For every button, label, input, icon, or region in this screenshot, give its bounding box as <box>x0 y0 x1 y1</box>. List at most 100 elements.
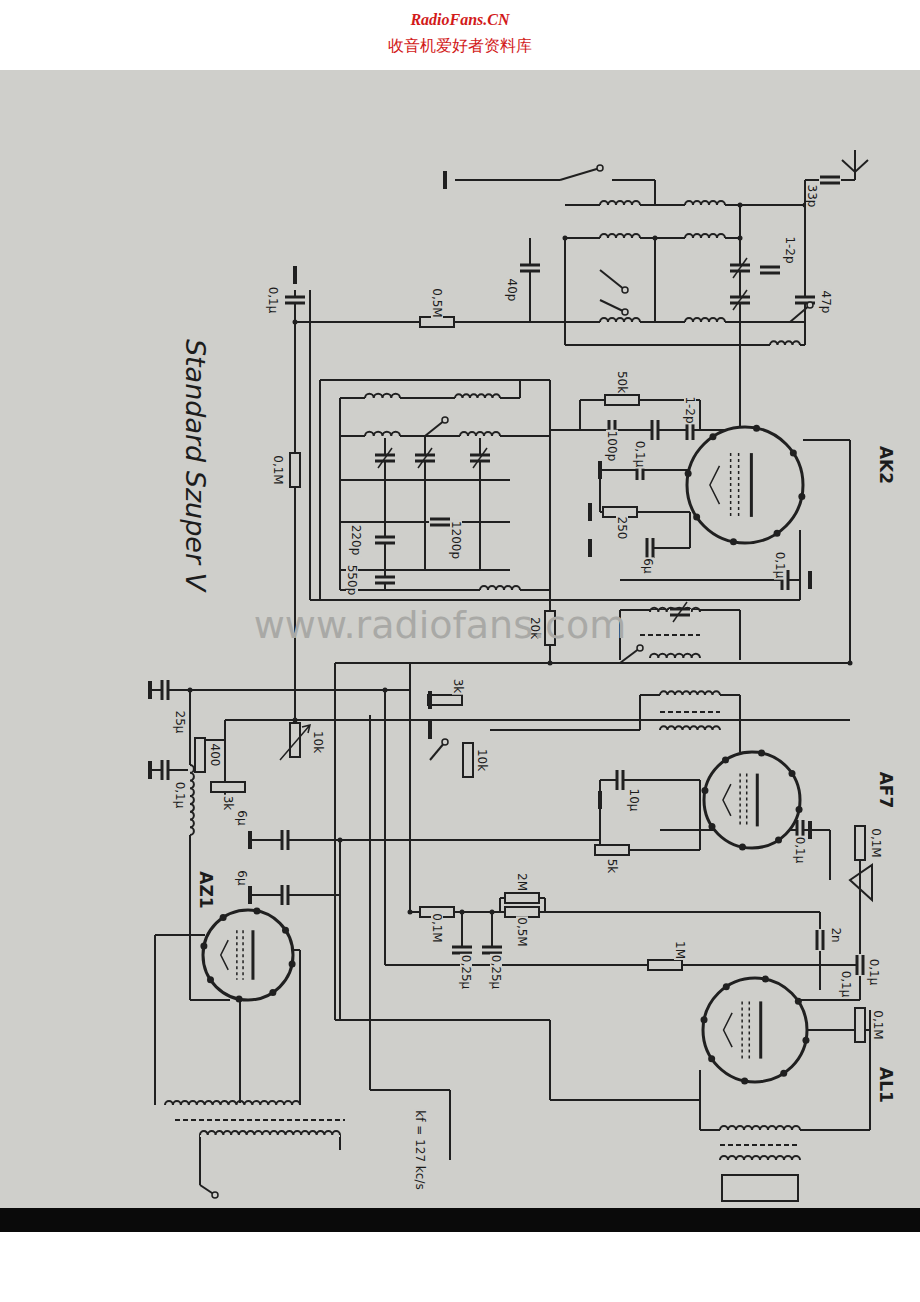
wire <box>340 589 550 591</box>
wire <box>319 380 321 600</box>
component-value: 33p <box>806 184 818 209</box>
wire <box>650 547 690 549</box>
junction-dot <box>738 203 743 208</box>
wire <box>190 689 410 691</box>
switch-contact <box>597 165 603 171</box>
wire <box>294 290 296 322</box>
junction-dot <box>338 838 343 843</box>
capacitor-plate <box>730 264 750 267</box>
tube-pin <box>701 787 708 794</box>
tube-pin <box>282 927 289 934</box>
coil-gap <box>685 203 725 207</box>
component-value: 50k <box>616 370 628 394</box>
coil-symbol <box>650 654 700 658</box>
capacitor-plate <box>820 176 840 179</box>
wire <box>689 512 691 548</box>
resistor-symbol <box>855 826 865 860</box>
switch-contact <box>807 302 813 308</box>
site-header: 收音机爱好者资料库 <box>387 38 533 54</box>
coil-symbol <box>720 1156 800 1160</box>
capacitor-plate <box>616 770 619 790</box>
wire <box>639 695 641 730</box>
ground-symbol <box>588 503 592 521</box>
resistor-symbol <box>605 395 639 405</box>
tube-pin <box>753 425 760 432</box>
capacitor-plate <box>670 608 690 611</box>
wire <box>699 1070 701 1130</box>
capacitor-plate <box>520 264 540 267</box>
coil-gap <box>188 765 192 835</box>
wire <box>320 379 550 381</box>
capacitor-plate <box>375 576 395 579</box>
wire <box>529 238 531 322</box>
tube-pin <box>722 756 729 763</box>
tube-pin <box>795 998 802 1005</box>
switch-contact <box>442 739 448 745</box>
core-line <box>660 711 720 713</box>
component-value: 6μ <box>236 869 248 886</box>
tube-label: AF7 <box>877 771 894 810</box>
component-value: 400 <box>209 743 221 768</box>
component-value: 1-2p <box>684 395 696 424</box>
wire <box>339 1135 341 1150</box>
tube-pin <box>789 770 796 777</box>
component-value: 0,25μ <box>490 954 502 990</box>
tube-symbol: AF7 <box>700 748 804 852</box>
capacitor-plate <box>285 296 305 299</box>
tube-heater <box>723 784 731 816</box>
capacitor-plate <box>375 582 395 585</box>
capacitor-plate <box>375 454 395 457</box>
component-value: 0,5M <box>516 916 528 947</box>
component-value: 25μ <box>174 710 186 735</box>
wire <box>340 479 510 481</box>
wire <box>335 662 850 664</box>
coil-symbol <box>365 394 400 398</box>
ground-symbol <box>248 831 252 849</box>
wire <box>829 830 831 880</box>
resistor-symbol <box>463 743 473 777</box>
capacitor-plate <box>730 296 750 299</box>
tube-grid <box>739 774 741 827</box>
capacitor-gap <box>451 947 473 953</box>
tube-pin <box>708 823 715 830</box>
component-value: 5k <box>606 858 618 875</box>
capacitor-plate <box>760 272 780 275</box>
tube-pin <box>762 976 769 983</box>
junction-dot <box>460 910 465 915</box>
tube-heater <box>221 940 228 970</box>
wire <box>799 530 801 600</box>
wire <box>385 964 860 966</box>
capacitor-plate <box>281 885 284 905</box>
wire <box>335 1019 550 1021</box>
black-band <box>0 1208 920 1232</box>
junction-dot <box>293 718 298 723</box>
ground-symbol <box>428 721 432 739</box>
component-value: 0,1μ <box>774 551 786 580</box>
wire <box>409 663 411 912</box>
capacitor-plate <box>862 955 865 975</box>
capacitor-plate <box>795 296 815 299</box>
component-value: 0,25μ <box>460 954 472 990</box>
wire <box>384 690 386 965</box>
component-value: 0,5M <box>431 287 443 318</box>
capacitor-gap <box>162 759 168 781</box>
wire <box>550 1099 700 1101</box>
component-value: 0,1μ <box>868 958 880 987</box>
coil-gap <box>685 320 725 324</box>
component-value: 1200p <box>450 520 462 560</box>
tube-label: AK2 <box>877 445 894 485</box>
wire <box>165 1104 300 1106</box>
wire <box>340 435 550 437</box>
capacitor-gap <box>162 679 168 701</box>
tube-pin <box>269 989 276 996</box>
tube-pin <box>701 1016 708 1023</box>
tube-grid <box>746 774 748 827</box>
switch-blade <box>600 300 625 312</box>
coil-symbol <box>455 394 500 398</box>
coil-symbol <box>685 318 725 322</box>
tube-symbol: AZ1 <box>199 906 297 1004</box>
wire <box>154 935 156 1105</box>
capacitor-plate <box>730 270 750 273</box>
coil-symbol <box>165 1101 300 1105</box>
wire <box>699 780 701 850</box>
